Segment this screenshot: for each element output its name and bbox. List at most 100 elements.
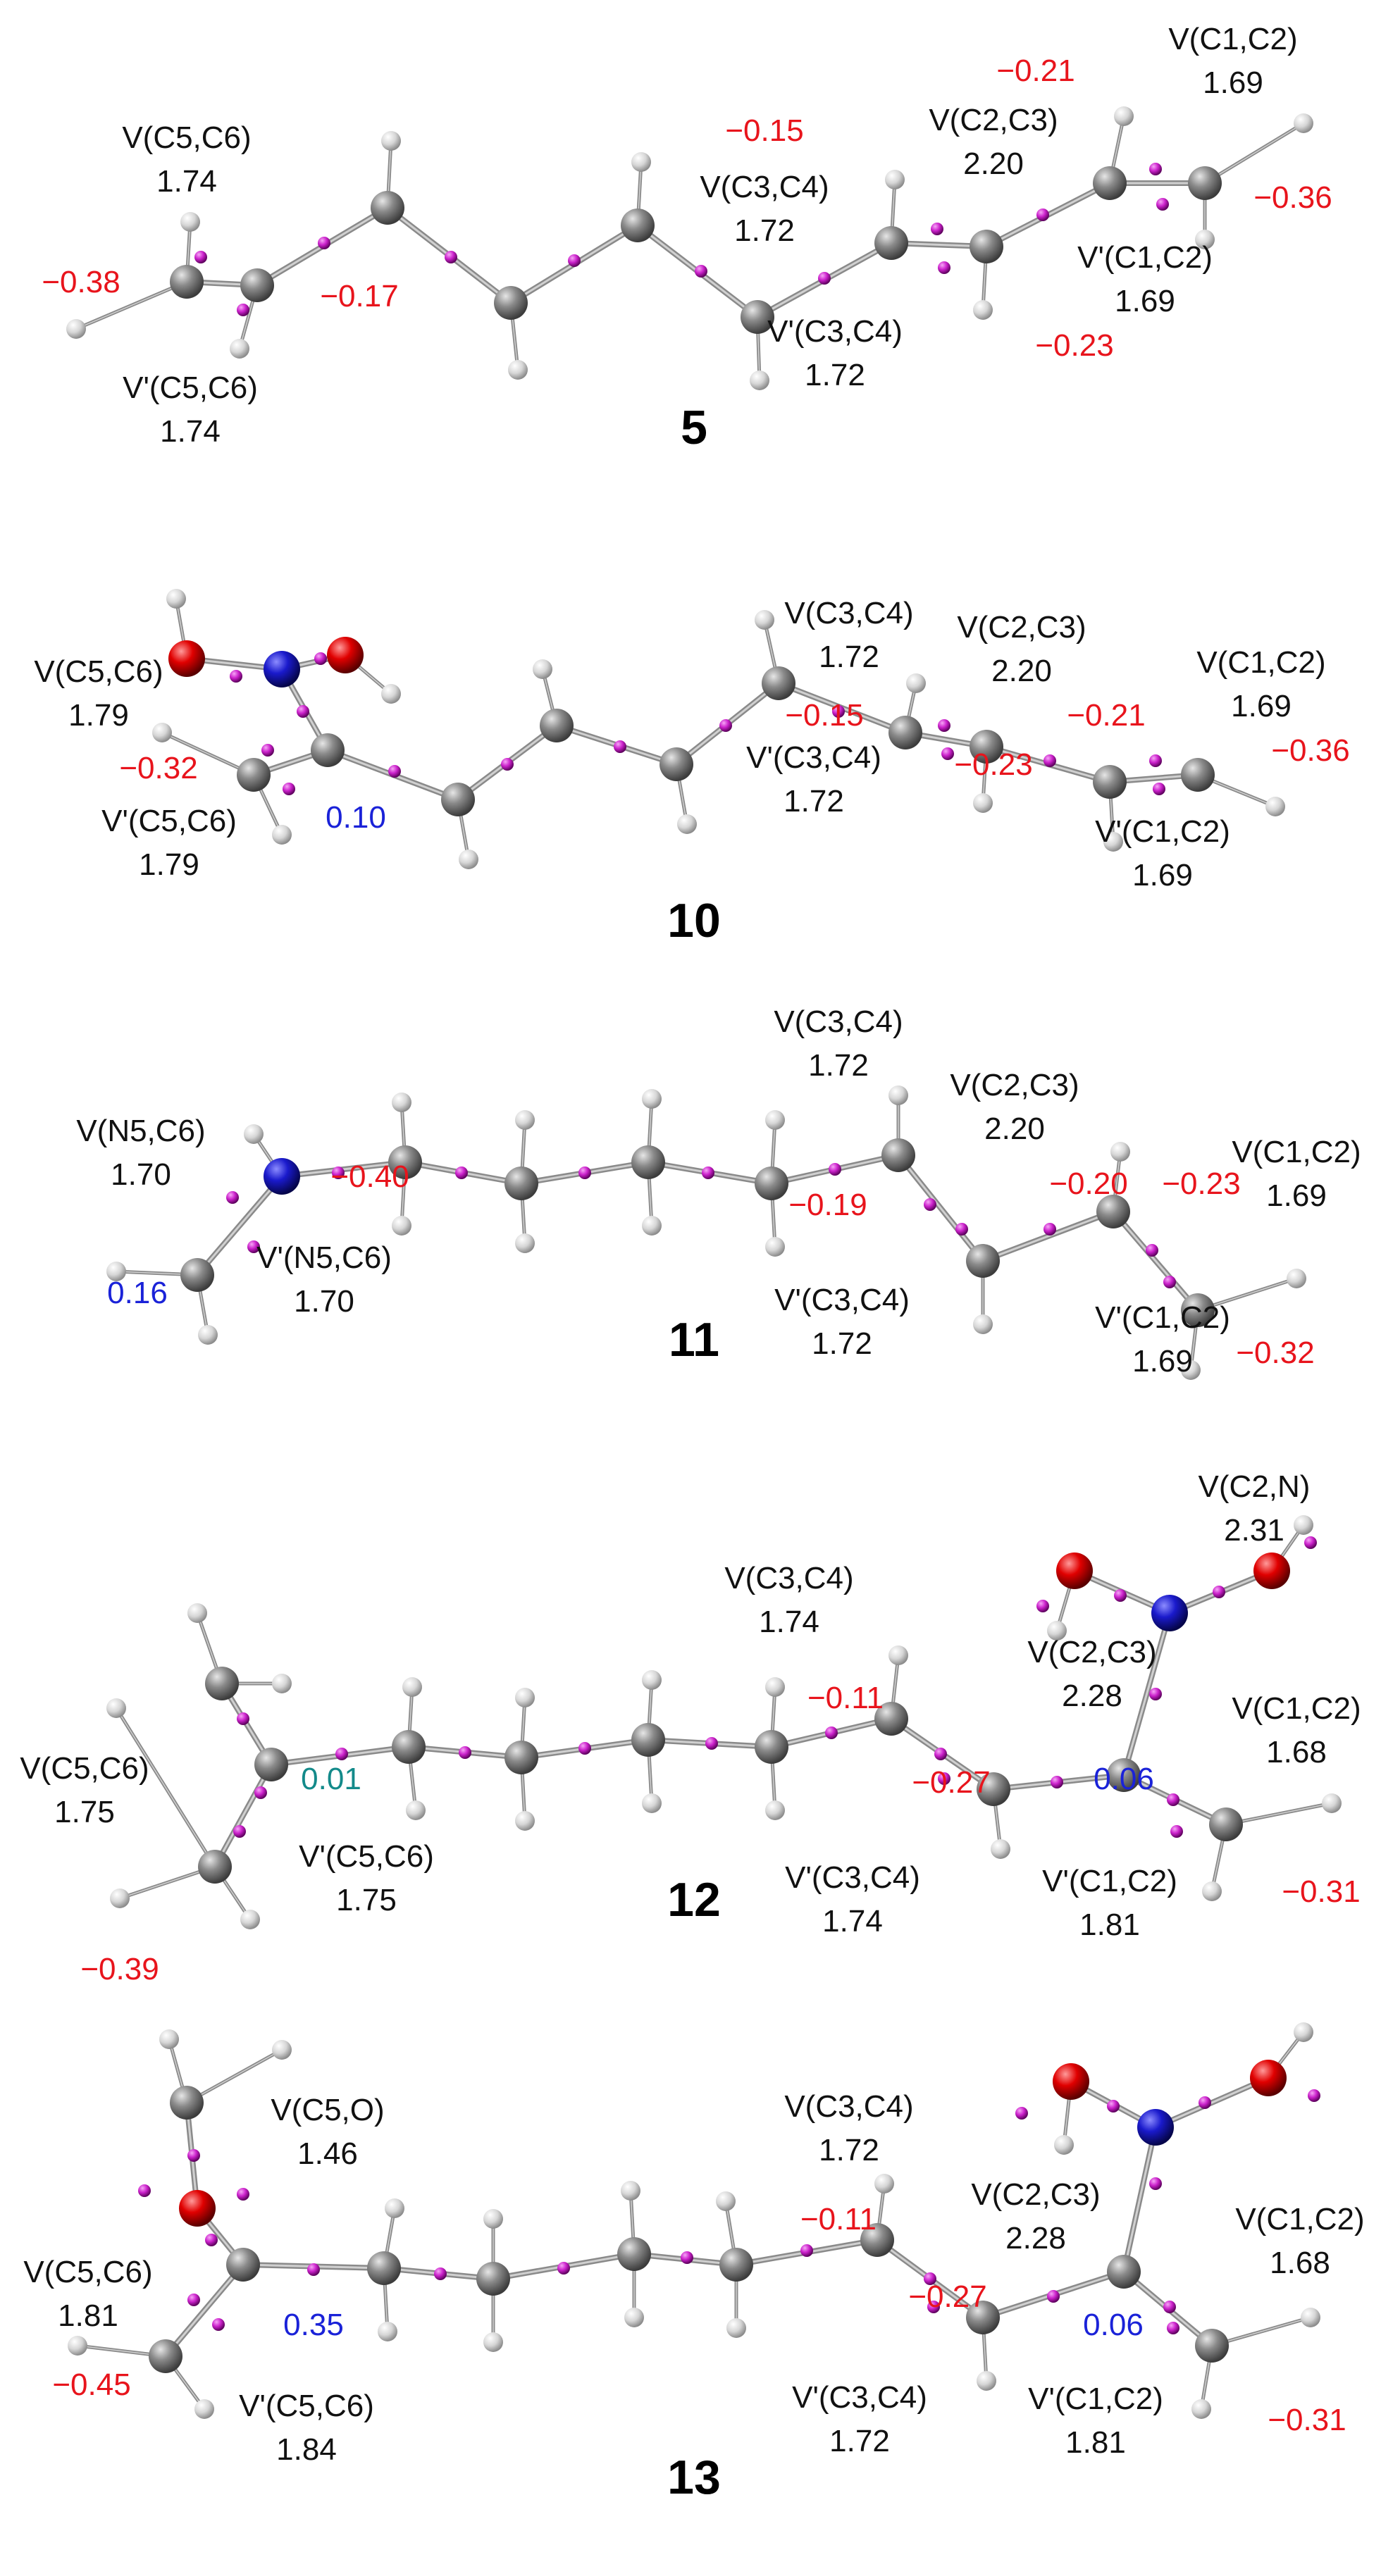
basin-attractor [187, 2294, 200, 2306]
carbon-atom [755, 1730, 788, 1764]
hydrogen-atom [1114, 106, 1134, 126]
hydrogen-atom [1195, 230, 1215, 249]
hydrogen-atom [765, 1800, 785, 1820]
bond-highlight [1225, 1803, 1332, 1825]
molecule-13 [68, 2022, 1320, 2419]
carbon-atom [180, 1258, 214, 1292]
basin-population: 1.68 [1266, 1735, 1327, 1769]
carbon-atom [970, 230, 1003, 263]
basin-attractor [938, 261, 950, 274]
labels-10: V(C5,C6)1.79−0.32V'(C5,C6)1.790.10V(C3,C… [34, 596, 1349, 947]
carbon-atom [741, 300, 774, 334]
basin-attractor [237, 2188, 249, 2201]
basin-label: V(C2,C3) [950, 1068, 1079, 1102]
basin-attractor [924, 1198, 936, 1211]
charge-negative: −0.39 [80, 1952, 159, 1986]
labels-11: V(N5,C6)1.70−0.400.16V'(N5,C6)1.70V(C3,C… [76, 1004, 1361, 1379]
basin-label: V(C1,C2) [1196, 645, 1325, 680]
basin-label: V(C1,C2) [1232, 1135, 1361, 1169]
basin-population: 1.74 [156, 164, 217, 199]
basin-attractor [314, 652, 327, 665]
basin-attractor [614, 740, 626, 753]
bond-highlight [116, 1707, 216, 1867]
carbon-atom [392, 1730, 426, 1764]
basin-attractor [1015, 2107, 1028, 2120]
carbon-atom [970, 730, 1003, 764]
basin-attractor [818, 272, 831, 285]
charge-negative: −0.21 [1067, 698, 1145, 733]
basin-population: 1.70 [294, 1284, 354, 1319]
hydrogen-atom [1294, 113, 1313, 133]
basin-label: V'(N5,C6) [256, 1240, 392, 1275]
oxygen-atom [179, 2190, 216, 2227]
hydrogen-atom [272, 825, 292, 845]
carbon-atom [966, 2301, 1000, 2334]
hydrogen-atom [240, 1910, 260, 1929]
hydrogen-atom [110, 1889, 130, 1908]
basin-attractor [1114, 1589, 1127, 1602]
basin-attractor [1153, 783, 1165, 795]
hydrogen-atom [483, 2209, 503, 2229]
basin-attractor [832, 705, 845, 718]
hydrogen-atom [106, 1262, 126, 1281]
basin-label: V(C5,C6) [34, 654, 163, 689]
carbon-atom [237, 758, 271, 792]
basin-attractor [187, 2149, 200, 2162]
basin-population: 1.68 [1270, 2246, 1330, 2280]
basin-attractor [247, 1240, 260, 1253]
carbon-atom [631, 1145, 665, 1179]
basin-label: V(C1,C2) [1168, 22, 1297, 56]
basin-attractor [1199, 2096, 1211, 2109]
basin-label: V(C1,C2) [1232, 1691, 1361, 1726]
hydrogen-atom [1191, 2399, 1211, 2419]
basin-label: V'(C5,C6) [239, 2389, 374, 2423]
charge-positive: 0.16 [107, 1276, 168, 1310]
basin-attractor [434, 2267, 447, 2280]
basin-attractor [1036, 1600, 1049, 1612]
charge-negative: −0.11 [800, 2202, 877, 2236]
basin-attractor [702, 1166, 714, 1179]
carbon-atom [504, 1166, 538, 1200]
bond-highlight [213, 1763, 273, 1868]
hydrogen-atom [631, 152, 651, 172]
basin-attractor [1044, 1223, 1056, 1236]
basin-label: V(C2,C3) [1027, 1635, 1156, 1669]
hydrogen-atom [483, 2332, 503, 2352]
carbon-atom [719, 2248, 753, 2282]
hydrogen-atom [230, 339, 249, 359]
basin-attractor [578, 1742, 591, 1755]
carbon-atom [311, 733, 345, 767]
charge-negative: −0.11 [807, 1681, 884, 1715]
nitrogen-atom [264, 651, 300, 687]
charge-negative: −0.19 [788, 1188, 867, 1222]
hydrogen-atom [159, 2029, 179, 2049]
basin-attractor [1163, 1276, 1176, 1288]
carbon-atom [1209, 1807, 1243, 1841]
carbon-atom [874, 1702, 908, 1736]
basin-attractor [1308, 2089, 1320, 2102]
charge-positive: 0.10 [326, 800, 386, 835]
charge-negative: −0.36 [1271, 733, 1349, 768]
basin-population: 1.81 [1079, 1908, 1140, 1942]
basin-attractor [1149, 2177, 1162, 2190]
basin-attractor [1149, 163, 1162, 175]
carbon-atom [367, 2251, 401, 2285]
basin-attractor [825, 1726, 838, 1739]
carbon-atom [441, 783, 475, 816]
basin-label: V(C5,C6) [122, 120, 251, 155]
charge-negative: −0.23 [954, 747, 1032, 782]
basin-label: V(C3,C4) [700, 170, 829, 204]
basin-attractor [1304, 1536, 1317, 1549]
carbon-atom [1195, 2329, 1229, 2363]
basin-attractor [1036, 209, 1049, 221]
oxygen-atom [1253, 1553, 1290, 1589]
labels-5: V(C5,C6)1.74V'(C5,C6)1.74−0.38−0.17−0.15… [42, 22, 1332, 454]
carbon-atom [476, 2262, 510, 2296]
hydrogen-atom [1103, 832, 1123, 852]
carbon-atom [1188, 166, 1222, 200]
hydrogen-atom [1265, 797, 1285, 816]
basin-attractor [800, 2244, 813, 2257]
basin-population: 1.46 [297, 2136, 358, 2171]
